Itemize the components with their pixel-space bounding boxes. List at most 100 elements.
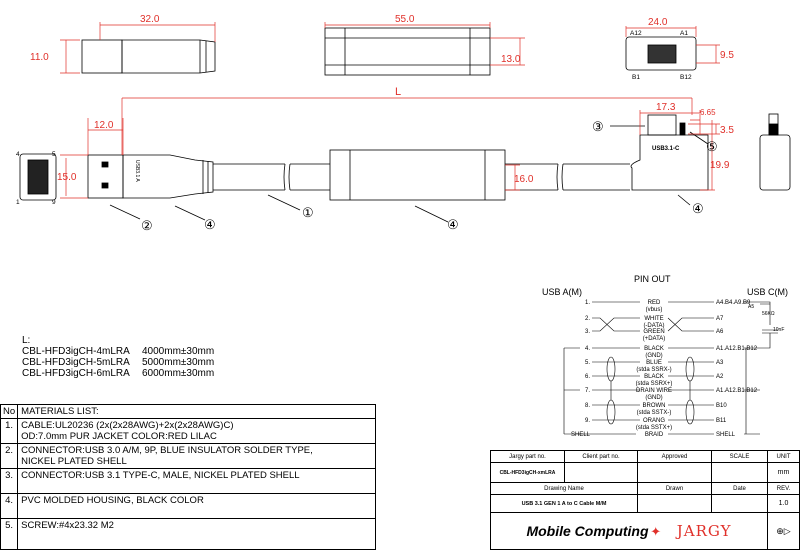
usb-a-housing: [122, 154, 214, 199]
material-desc: PVC MOLDED HOUSING, BLACK COLOR: [17, 493, 376, 519]
tb-logos: Mobile Computing ✦ JARGY: [490, 512, 768, 550]
wire-signal: (GND): [645, 395, 662, 401]
callout-4: ④: [447, 217, 459, 232]
material-line: NICKEL PLATED SHELL: [21, 456, 127, 467]
dim-a-length: 32.0: [140, 14, 160, 25]
wire-color: WHITE: [644, 316, 663, 322]
tb-part-no: CBL-HFD3igCH-xmLRA: [490, 462, 565, 483]
tb-header-approved: Approved: [637, 450, 712, 463]
dim-c-height: 9.5: [720, 50, 734, 61]
tb-header-client: Client part no.: [564, 450, 638, 463]
material-line: PVC MOLDED HOUSING, BLACK COLOR: [21, 495, 204, 506]
part-number: CBL-HFD3igCH-6mLRA: [22, 368, 130, 379]
wire-signal: (stda SSTX-): [637, 410, 672, 416]
usb-a-marking: USB3.1 A: [134, 160, 140, 182]
callout-4: ④: [692, 201, 704, 216]
length-value: 6000mm±30mm: [142, 368, 215, 379]
tb-drawing-name: USB 3.1 GEN 1 A to C Cable M/M: [490, 494, 638, 513]
tb-unit: mm: [767, 462, 800, 483]
wire-color: DRAIN WIRE: [636, 388, 672, 394]
material-desc: CABLE:UL20236 (2x(2x28AWG)+2x(2x28AWG)C)…: [17, 418, 376, 444]
material-line: CONNECTOR:USB 3.1 TYPE-C, MALE, NICKEL P…: [21, 470, 300, 481]
wire-signal: (GND): [645, 353, 662, 359]
pin-a-number: 3.: [585, 329, 590, 335]
usb-a-side-housing: [121, 39, 216, 74]
usb-a-side-plug: [81, 39, 123, 74]
material-line: SCREW:#4x23.32 M2: [21, 520, 114, 531]
wire-signal: (stda SSRX-): [636, 367, 671, 373]
callout-1: ①: [302, 205, 314, 220]
mobile-computing-logo: Mobile Computing: [526, 523, 649, 539]
usb-c-end-view: [625, 36, 697, 71]
material-row: 3.CONNECTOR:USB 3.1 TYPE-C, MALE, NICKEL…: [0, 468, 376, 494]
material-no: 3.: [0, 468, 19, 494]
wire-color: BLUE: [646, 360, 662, 366]
projection-symbol-icon: ⊕▷: [767, 512, 800, 550]
dim-a-width: 15.0: [57, 172, 77, 183]
dim-c-body: 17.3: [656, 102, 676, 113]
overmold-top-view: [324, 27, 491, 76]
pin-c-number: A7: [716, 316, 724, 322]
length-value: 5000mm±30mm: [142, 357, 215, 368]
dim-a-plug: 12.0: [94, 120, 114, 131]
usb-a-end-face: [19, 153, 57, 201]
tb-header-drawing: Drawing Name: [490, 482, 638, 495]
usb-c-housing: [630, 134, 709, 191]
pin-a-number: 6.: [585, 374, 590, 380]
material-desc: CONNECTOR:USB 3.0 A/M, 9P, BLUE INSULATO…: [17, 443, 376, 469]
title-block: Jargy part no. Client part no. Approved …: [490, 450, 800, 550]
material-row: 5.SCREW:#4x23.32 M2: [0, 518, 376, 550]
wire-color: GREEN: [643, 329, 664, 335]
wire-color: BLACK: [644, 374, 664, 380]
material-no: 1.: [0, 418, 19, 444]
dim-mold-length: 55.0: [395, 14, 415, 25]
pin-a-number: 7.: [585, 388, 590, 394]
usb-c-marking: USB3.1-C: [652, 146, 680, 152]
pin-a-number: 4.: [585, 346, 590, 352]
materials-header: MATERIALS LIST:: [17, 404, 376, 419]
wire-signal: (+DATA): [643, 336, 666, 342]
screw: [679, 122, 686, 136]
dim-c-offset: 6.65: [700, 108, 716, 117]
pin-label: 4: [16, 151, 20, 158]
pin-c-number: B11: [716, 418, 727, 424]
runner-icon: ✦: [650, 524, 662, 539]
dim-c-total: 19.9: [710, 160, 730, 171]
pin-c-number: A1.A12.B1.B12: [716, 388, 758, 394]
wire-color: BRAID: [645, 432, 664, 438]
callout-5: ⑤: [706, 139, 718, 154]
part-number: CBL-HFD3igCH-4mLRA: [22, 346, 130, 357]
cable-segment: [213, 163, 330, 191]
wire-color: BLACK: [644, 346, 664, 352]
overmold: [329, 149, 506, 201]
materials-no-header: No: [0, 404, 19, 419]
pin-c-number: A6: [716, 329, 724, 335]
tb-header-unit: UNIT: [767, 450, 800, 463]
dim-c-tongue: 3.5: [720, 125, 734, 136]
material-desc: CONNECTOR:USB 3.1 TYPE-C, MALE, NICKEL P…: [17, 468, 376, 494]
material-line: CONNECTOR:USB 3.0 A/M, 9P, BLUE INSULATO…: [21, 445, 313, 456]
resistor-label: A5: [748, 304, 754, 310]
dim-cable: 16.0: [514, 174, 534, 185]
wire-color: ORANG: [643, 418, 665, 424]
tb-header-drawn: Drawn: [637, 482, 712, 495]
pin-a-number: 9.: [585, 418, 590, 424]
jargy-logo: JARGY: [676, 522, 732, 540]
tb-header-part: Jargy part no.: [490, 450, 565, 463]
pin-label: 5: [52, 151, 56, 158]
pin-a-number: 8.: [585, 403, 590, 409]
wire-signal: (stda SSTX+): [636, 425, 672, 431]
pin-a-number: 1.: [585, 300, 590, 306]
callout-3: ③: [592, 119, 604, 134]
pin-label: A1: [680, 30, 688, 37]
material-row: 1.CABLE:UL20236 (2x(2x28AWG)+2x(2x28AWG)…: [0, 418, 376, 444]
pin-label: B1: [632, 74, 640, 81]
part-number: CBL-HFD3igCH-5mLRA: [22, 357, 130, 368]
dim-a-height: 11.0: [30, 52, 49, 63]
pin-c-number: A3: [716, 360, 724, 366]
wire-signal: (-DATA): [643, 323, 664, 329]
pin-a-number: SHELL: [571, 432, 591, 438]
